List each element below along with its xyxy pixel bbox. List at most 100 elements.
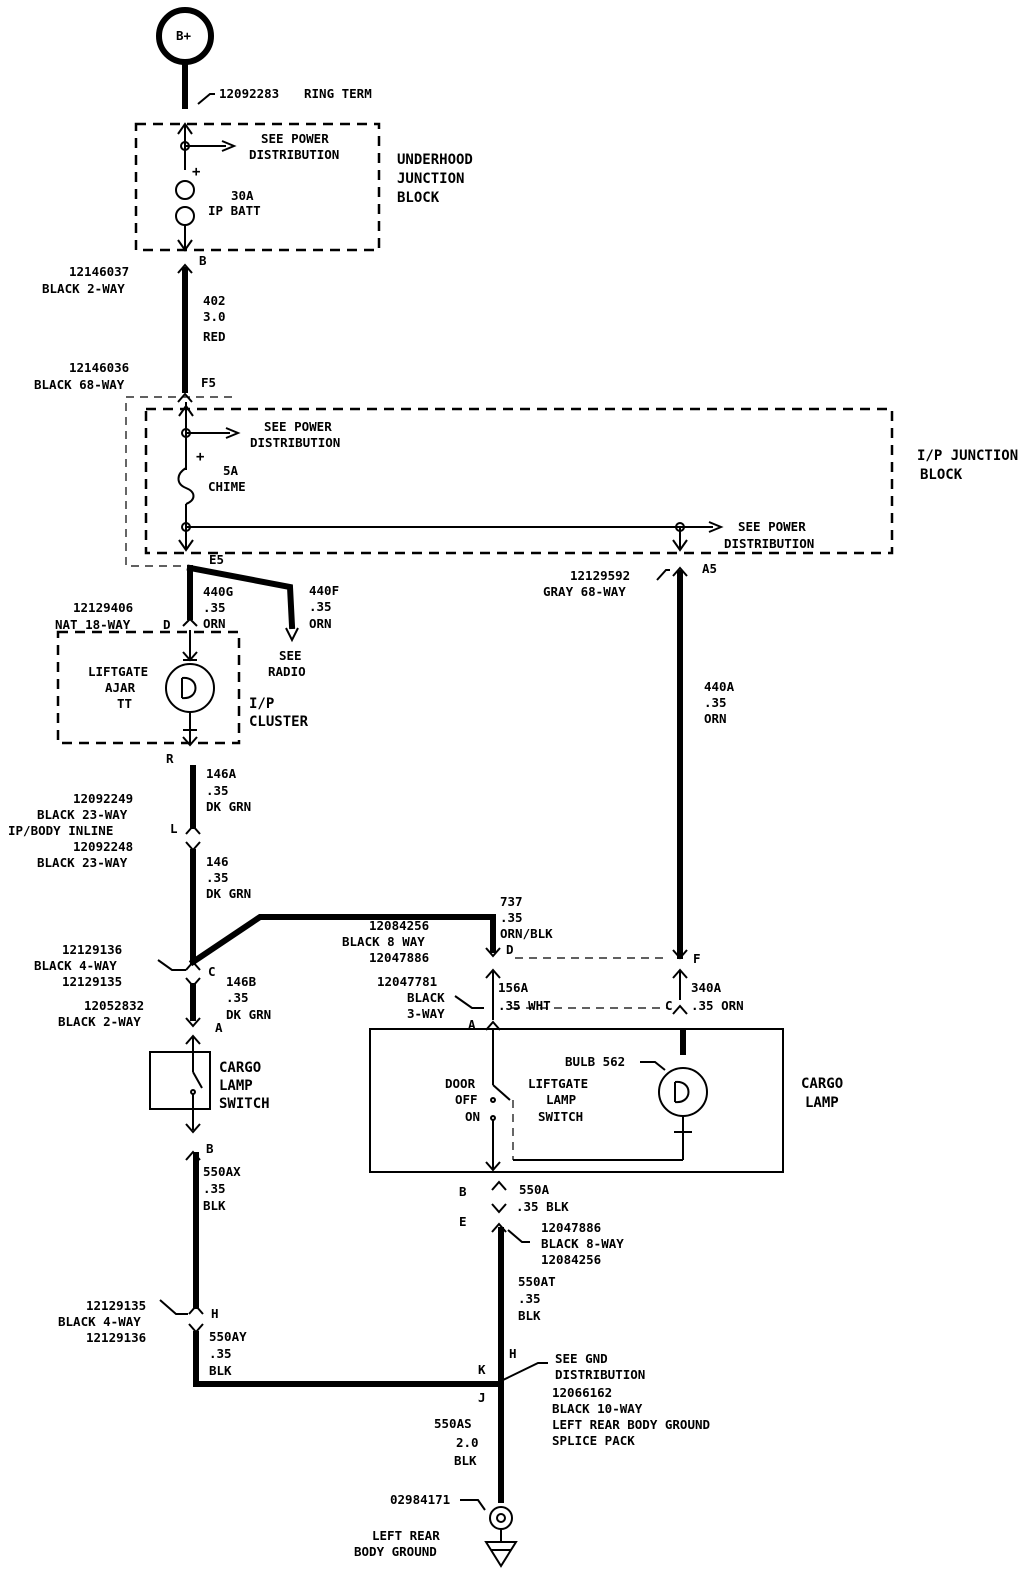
wire-146a-circuit: 146A — [206, 766, 237, 781]
conn-3way-pin-c: C — [665, 998, 673, 1013]
wire-146b-color: DK GRN — [226, 1007, 271, 1022]
fuse-5a-name: CHIME — [208, 479, 246, 494]
conn-black68-pin: F5 — [201, 375, 216, 390]
wire-550at-color: BLK — [518, 1308, 541, 1323]
battery-label: B+ — [176, 28, 192, 43]
splice-pin-j: J — [478, 1390, 486, 1405]
fuse-30a-icon — [175, 180, 195, 200]
inline-line-4: 12092248 — [73, 839, 133, 854]
cargo-lamp-switch-box — [149, 1051, 211, 1110]
conn-black2-desc: BLACK 2-WAY — [42, 281, 125, 296]
ground-label-1: LEFT REAR — [372, 1528, 440, 1543]
conn-8way-top-2: BLACK 8 WAY — [342, 934, 425, 949]
cargo-switch-name-1: CARGO — [219, 1060, 261, 1076]
wire-550ay-circuit: 550AY — [209, 1329, 247, 1344]
cargo-lamp-box — [369, 1028, 784, 1173]
splice-pin-h: H — [509, 1346, 517, 1361]
splice-line-4: BLACK 10-WAY — [552, 1401, 643, 1416]
wire-402-circuit: 402 — [203, 293, 226, 308]
ipjb-pin-a5: A5 — [702, 561, 717, 576]
wire-550as-gauge: 2.0 — [456, 1435, 479, 1450]
conn-4way-bot-pin: H — [211, 1306, 219, 1321]
ipjb-pin-e5: E5 — [209, 552, 224, 567]
conn-8way-pin-f: F — [693, 951, 701, 966]
wire-440f-circuit: 440F — [309, 583, 339, 598]
wire-737-gauge: .35 — [500, 910, 523, 925]
wire-146-gauge: .35 — [206, 870, 229, 885]
conn-gray68-part: 12129592 — [570, 568, 630, 583]
cargo-lamp-name-1: CARGO — [801, 1076, 843, 1092]
ipjb-see-right-1: SEE POWER — [738, 519, 806, 534]
conn-nat18-pin: D — [163, 617, 171, 632]
liftgate-switch-2: LAMP — [546, 1092, 576, 1107]
ipjb-plus: + — [196, 449, 204, 465]
cluster-name-1: I/P — [249, 696, 274, 712]
conn-4way-top-3: 12129135 — [62, 974, 122, 989]
conn-3way-2: BLACK — [407, 990, 445, 1005]
underhood-pin-b: B — [199, 253, 207, 268]
wire-146a-color: DK GRN — [206, 799, 251, 814]
wire-737-circuit: 737 — [500, 894, 523, 909]
ipjb-name-2: BLOCK — [920, 467, 963, 483]
conn-3way-1: 12047781 — [377, 974, 437, 989]
cluster-lamp-1: LIFTGATE — [88, 664, 148, 679]
bulb-562-label: BULB 562 — [565, 1054, 625, 1069]
wire-402-color: RED — [203, 329, 226, 344]
wire-340a-circuit: 340A — [691, 980, 722, 995]
ipjb-see-top-1: SEE POWER — [264, 419, 332, 434]
splice-line-2: DISTRIBUTION — [555, 1367, 645, 1382]
inline-line-5: BLACK 23-WAY — [37, 855, 128, 870]
conn-black2b-desc: BLACK 2-WAY — [58, 1014, 141, 1029]
conn-4way-bot-2: BLACK 4-WAY — [58, 1314, 141, 1329]
cargo-lamp-name-2: LAMP — [805, 1095, 839, 1111]
wire-146a-gauge: .35 — [206, 783, 229, 798]
wire-550at-gauge: .35 — [518, 1291, 541, 1306]
conn-4way-top-1: 12129136 — [62, 942, 122, 957]
liftgate-lamp-switch-icon — [492, 1084, 511, 1101]
fuse-30a-name: IP BATT — [208, 203, 261, 218]
wire-550ax-color: BLK — [203, 1198, 226, 1213]
conn-gray68-desc: GRAY 68-WAY — [543, 584, 626, 599]
cluster-name-2: CLUSTER — [249, 714, 309, 730]
ip-junction-block — [144, 407, 894, 555]
door-off: OFF — [455, 1092, 478, 1107]
cargo-lamp-pin-b: B — [459, 1184, 467, 1199]
inline-pin-l: L — [170, 821, 178, 836]
wire-156a-circuit: 156A — [498, 980, 529, 995]
conn-4way-bot-3: 12129136 — [86, 1330, 146, 1345]
wire-737-color: ORN/BLK — [500, 926, 553, 941]
liftgate-switch-3: SWITCH — [538, 1109, 583, 1124]
conn-3way-pin-a: A — [468, 1017, 476, 1032]
cargo-switch-name-2: LAMP — [219, 1078, 253, 1094]
conn-8way-top-1: 12084256 — [369, 918, 429, 933]
cluster-pin-r: R — [166, 751, 174, 766]
conn-nat18-desc: NAT 18-WAY — [55, 617, 131, 632]
ip-cluster-box — [56, 630, 241, 745]
bulb-562-icon — [658, 1067, 708, 1117]
splice-line-3: 12066162 — [552, 1385, 612, 1400]
cargo-switch-pin-b: B — [206, 1141, 214, 1156]
wire-340a-spec: .35 ORN — [691, 998, 744, 1013]
cargo-switch-name-3: SWITCH — [219, 1096, 270, 1112]
fuse-30a-rating: 30A — [231, 188, 254, 203]
conn-8way-pin-d: D — [506, 942, 514, 957]
underhood-see-1: SEE POWER — [261, 131, 329, 146]
underhood-name-3: BLOCK — [397, 190, 440, 206]
wire-550a-circuit: 550A — [519, 1182, 550, 1197]
cargo-lamp-switch-icon — [192, 1071, 203, 1089]
see-radio-2: RADIO — [268, 664, 306, 679]
conn-8way-bot-2: BLACK 8-WAY — [541, 1236, 624, 1251]
see-radio-1: SEE — [279, 648, 302, 663]
wire-550ay-color: BLK — [209, 1363, 232, 1378]
wire-550at-circuit: 550AT — [518, 1274, 556, 1289]
wire-440f-color: ORN — [309, 616, 332, 631]
conn-4way-top-pin: C — [208, 964, 216, 979]
conn-black2b-part: 12052832 — [84, 998, 144, 1013]
wire-440g-circuit: 440G — [203, 584, 233, 599]
inline-line-2: BLACK 23-WAY — [37, 807, 128, 822]
wire-146b-gauge: .35 — [226, 990, 249, 1005]
conn-4way-top-2: BLACK 4-WAY — [34, 958, 117, 973]
splice-line-6: SPLICE PACK — [552, 1433, 635, 1448]
wire-440a-circuit: 440A — [704, 679, 735, 694]
